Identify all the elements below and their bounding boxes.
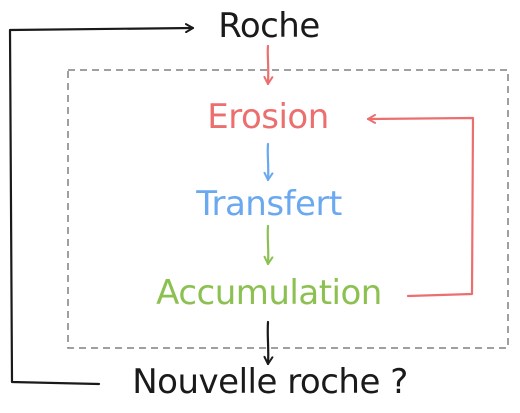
loop-arrow-nouvelle-roche-to-roche <box>8 23 195 386</box>
arrow-accumulation-to-nouvelle-roche <box>263 320 274 366</box>
node-erosion: Erosion <box>207 97 329 137</box>
node-nouvelle-roche: Nouvelle roche ? <box>132 362 408 402</box>
node-accumulation: Accumulation <box>156 273 382 313</box>
loop-arrow-accumulation-to-erosion <box>366 113 475 298</box>
arrow-erosion-to-transfert <box>263 142 274 182</box>
arrow-transfert-to-accumulation <box>263 224 274 266</box>
node-transfert: Transfert <box>196 184 342 224</box>
arrow-roche-to-erosion <box>263 44 274 86</box>
cycle-box <box>67 69 509 349</box>
node-roche: Roche <box>218 6 320 46</box>
